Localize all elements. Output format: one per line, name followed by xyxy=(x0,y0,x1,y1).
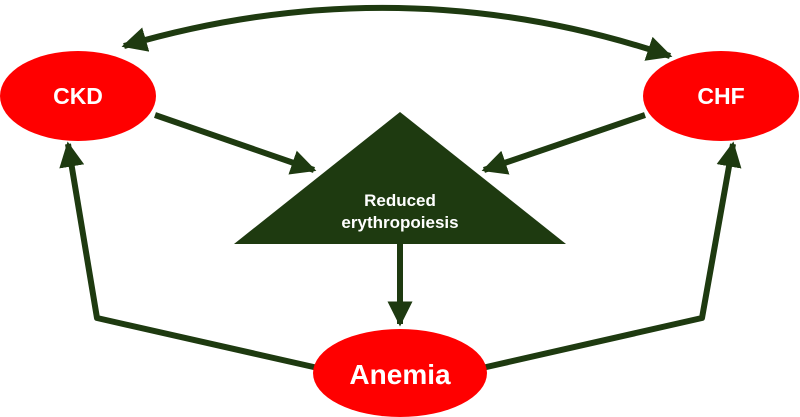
reduced-erythropoiesis-triangle xyxy=(234,112,566,244)
arrow-ckd-to-reduced-erythropoiesis xyxy=(154,112,317,175)
chf-node: CHF xyxy=(643,51,799,141)
anemia-label: Anemia xyxy=(349,359,451,390)
ckd-label: CKD xyxy=(53,83,103,109)
arrow-ckd-chf-bidirectional xyxy=(121,4,673,61)
chf-ellipse xyxy=(643,51,799,141)
arrow-chf-to-reduced-erythropoiesis xyxy=(481,112,646,175)
chf-label: CHF xyxy=(697,83,744,109)
anemia-ellipse xyxy=(313,329,487,417)
anemia-node: Anemia xyxy=(313,329,487,417)
arrow-anemia-to-chf xyxy=(481,141,742,371)
ckd-node: CKD xyxy=(0,51,156,141)
reduced-erythropoiesis-label-line2: erythropoiesis xyxy=(341,213,458,232)
reduced-erythropoiesis-label-line1: Reduced xyxy=(364,191,436,210)
ckd-ellipse xyxy=(0,51,156,141)
arrow-anemia-to-ckd xyxy=(59,141,319,371)
